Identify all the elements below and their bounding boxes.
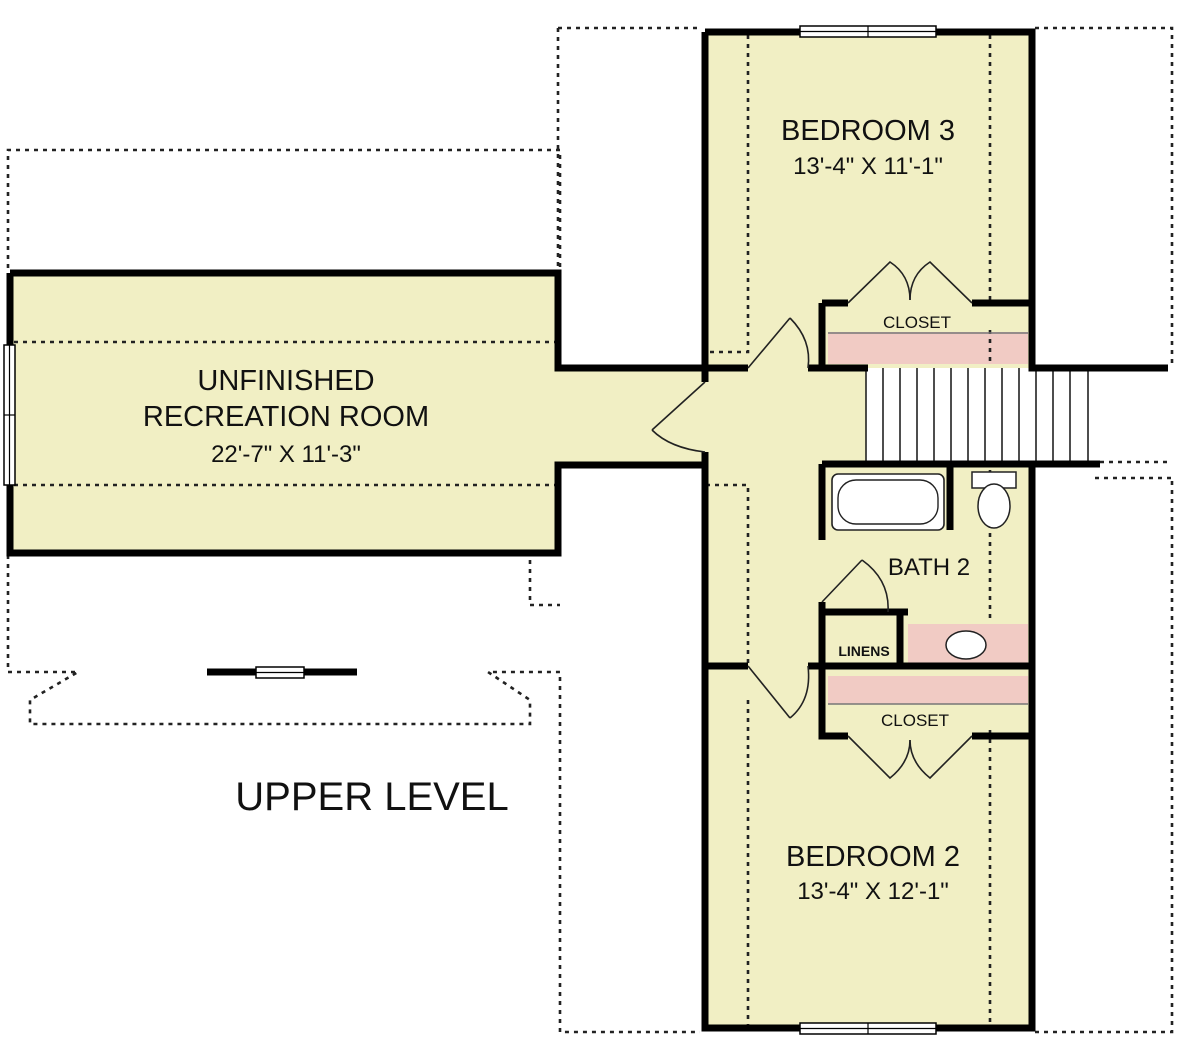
recreation-room-name-1: UNFINISHED [197, 365, 374, 397]
roof-outline [6, 26, 1174, 1034]
closet-upper-label: CLOSET [883, 313, 951, 332]
recreation-room-dimensions: 22'-7" X 11'-3" [211, 441, 361, 468]
bedroom-2-name: BEDROOM 2 [786, 841, 960, 873]
doors [651, 260, 973, 780]
bedroom-2-dimensions: 13'-4" X 12'-1" [797, 878, 949, 905]
windows [3, 25, 937, 1035]
kneewall-lines [14, 35, 992, 1028]
bath-2-name: BATH 2 [888, 554, 970, 581]
bath-fixtures [831, 471, 1017, 660]
stairs [865, 368, 1089, 462]
closet-lower-label: CLOSET [881, 711, 949, 730]
plan-title: UPPER LEVEL [235, 775, 508, 819]
bedroom-3-dimensions: 13'-4" X 11'-1" [793, 153, 943, 180]
closet-rods [828, 332, 1028, 705]
bedroom-3-name: BEDROOM 3 [781, 115, 955, 147]
linens-label: LINENS [838, 643, 889, 659]
recreation-room-name-2: RECREATION ROOM [143, 401, 429, 433]
